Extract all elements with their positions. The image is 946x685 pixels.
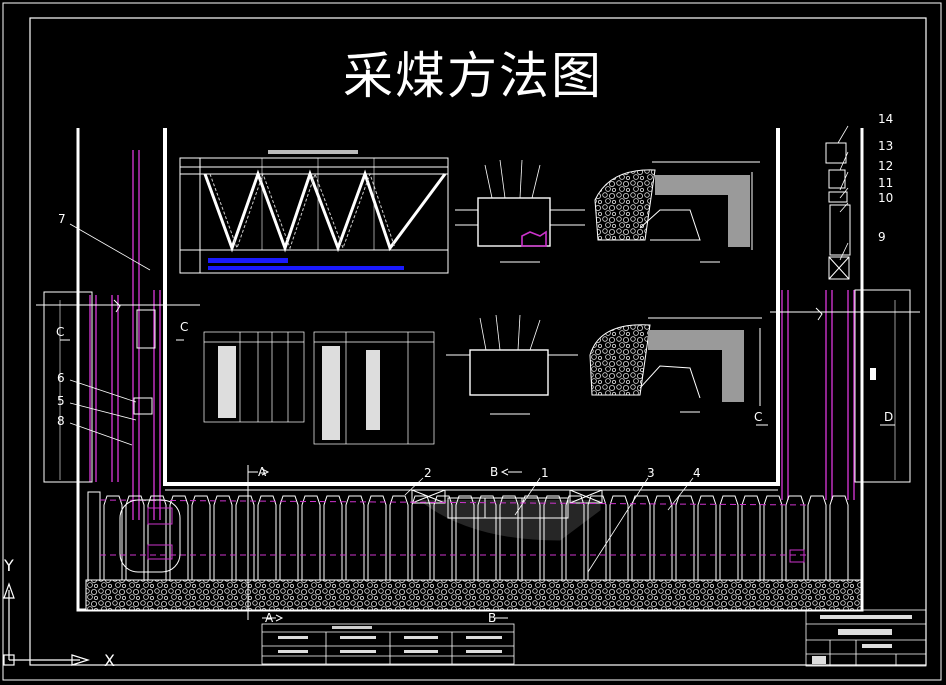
data-table-mid <box>313 331 435 445</box>
callout-4: 4 <box>693 466 701 480</box>
callout-10: 10 <box>878 191 894 205</box>
callout-leaders <box>69 125 849 573</box>
callout-3: 3 <box>647 466 655 480</box>
section-a-top: A <box>258 465 267 479</box>
shield-support <box>697 495 717 581</box>
shield-support <box>785 495 805 581</box>
shield-support <box>323 495 343 581</box>
coal-face <box>87 489 849 581</box>
shield-support <box>675 495 695 581</box>
shield-support <box>235 495 255 581</box>
right-roadway <box>770 142 920 500</box>
section-c-right: C <box>180 320 189 334</box>
shield-support <box>389 495 409 581</box>
shield-support <box>257 495 277 581</box>
shield-support <box>125 495 145 581</box>
callout-12: 12 <box>878 159 894 173</box>
callout-5: 5 <box>57 394 65 408</box>
shield-support <box>213 495 233 581</box>
callout-1: 1 <box>541 466 549 480</box>
shield-support <box>103 495 123 581</box>
cycle-chart <box>179 150 449 274</box>
shield-support <box>763 495 783 581</box>
callout-8: 8 <box>57 414 65 428</box>
shield-support <box>345 495 365 581</box>
support-view-bottom <box>589 317 762 413</box>
callout-7: 7 <box>58 212 66 226</box>
shield-support <box>169 495 189 581</box>
x-axis-label: X <box>104 651 115 670</box>
callout-13: 13 <box>878 139 894 153</box>
shield-support <box>719 495 739 581</box>
support-view-top <box>594 161 760 263</box>
page-title: 采煤方法图 <box>343 47 603 105</box>
shield-support <box>367 495 387 581</box>
shield-support <box>631 495 651 581</box>
shield-support <box>279 495 299 581</box>
shield-support <box>147 495 167 581</box>
shield-support <box>301 495 321 581</box>
section-d-left: C <box>754 410 763 424</box>
section-b-top: B <box>490 465 499 479</box>
schedule-table-bottom <box>261 623 515 665</box>
callout-6: 6 <box>57 371 65 385</box>
y-axis-label: Y <box>4 556 14 575</box>
shield-support <box>807 495 827 581</box>
callout-14: 14 <box>878 112 894 126</box>
callout-9: 9 <box>878 230 886 244</box>
left-roadway <box>36 150 200 520</box>
section-c-left: C <box>56 325 65 339</box>
data-table-left <box>203 331 305 423</box>
section-markers <box>60 339 895 622</box>
shield-support <box>609 495 629 581</box>
shield-support <box>829 495 849 581</box>
section-d-right: D <box>884 410 894 424</box>
callout-2: 2 <box>424 466 432 480</box>
section-b-bottom: B <box>488 611 497 625</box>
section-view-top <box>455 159 585 263</box>
shield-support <box>191 495 211 581</box>
shield-support <box>741 495 761 581</box>
section-view-bottom <box>446 314 578 415</box>
section-a-bottom: A <box>265 611 274 625</box>
ucs-icon <box>3 582 91 666</box>
title-block <box>805 609 927 667</box>
callout-11: 11 <box>878 176 894 190</box>
shield-support <box>411 495 431 581</box>
